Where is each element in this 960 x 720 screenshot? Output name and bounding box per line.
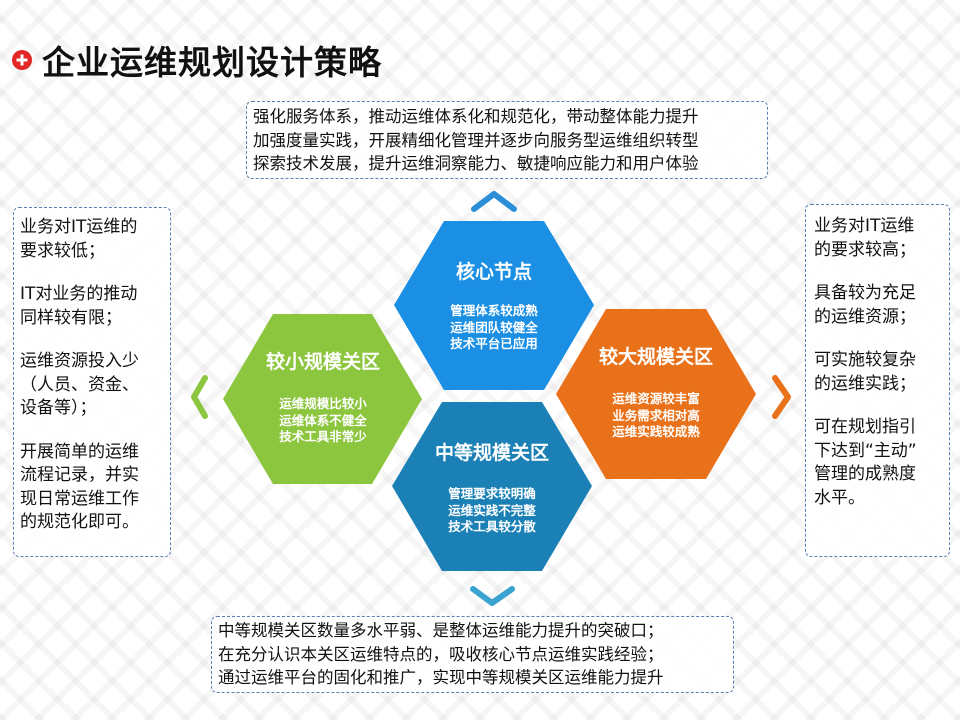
right-box-line: 的运维资源； (814, 306, 916, 327)
left-box-line: 流程记录，并实 (20, 465, 139, 485)
bottom-text-box: 中等规模关区数量多水平弱、是整体运维能力提升的突破口； 在充分认识本关区运维特点… (211, 616, 734, 693)
hexagon-medium-title: 中等规模关区 (434, 442, 549, 464)
right-box-paragraph: 业务对IT运维 的要求较高； (814, 215, 941, 262)
left-box-line: 同样较有限； (20, 307, 122, 328)
left-box-paragraph: IT对业务的推动 同样较有限； (20, 283, 164, 330)
hexagon-medium-line: 管理要求较明确 (448, 486, 536, 501)
top-box-line: 强化服务体系，推动运维体系化和规范化，带动整体能力提升 (253, 107, 699, 126)
hexagon-large-line: 业务需求相对高 (612, 407, 700, 423)
bottom-box-line: 在充分认识本关区运维特点的，吸收核心节点运维实践经验； (218, 644, 664, 664)
hexagon-core-line: 技术平台已应用 (450, 336, 538, 351)
hexagon-core-line: 运维团队较健全 (450, 319, 538, 335)
hexagon-large-description: 运维资源较丰富 业务需求相对高 运维实践较成熟 (556, 391, 756, 441)
hexagon-small-line: 技术工具非常少 (279, 429, 367, 444)
hexagon-small-line: 运维体系不健全 (279, 412, 367, 428)
hexagon-medium-description: 管理要求较明确 运维实践不完整 技术工具较分散 (392, 486, 592, 536)
right-box-paragraph: 具备较为充足 的运维资源； (814, 282, 941, 329)
left-box-line: 现日常运维工作 (20, 488, 139, 509)
plus-circle-icon (12, 50, 32, 70)
left-text-box: 业务对IT运维的 要求较低； IT对业务的推动 同样较有限； 运维资源投入少 （… (13, 207, 171, 557)
left-box-paragraph: 运维资源投入少 （人员、资金、 设备等）； (20, 350, 164, 421)
bottom-box-line: 通过运维平台的固化和推广，实现中等规模关区运维能力提升 (218, 668, 664, 687)
hexagon-small-region (223, 314, 422, 484)
left-box-paragraph: 业务对IT运维的 要求较低； (20, 216, 164, 263)
right-box-line: 的运维实践； (814, 373, 916, 394)
top-text-box: 强化服务体系，推动运维体系化和规范化，带动整体能力提升 加强度量实践，开展精细化… (246, 101, 768, 179)
hexagon-small-label: 较小规模关区 运维规模比较小 运维体系不健全 技术工具非常少 (223, 314, 423, 484)
right-box-line: 的要求较高； (814, 239, 916, 260)
right-text-box: 业务对IT运维 的要求较高； 具备较为充足 的运维资源； 可实施较复杂 的运维实… (805, 204, 950, 557)
right-box-line: 业务对IT运维 (814, 216, 915, 236)
left-box-line: IT对业务的推动 (20, 284, 138, 304)
chevron-up-icon (471, 191, 517, 212)
hexagon-medium-line: 运维实践不完整 (448, 502, 536, 518)
hexagon-small-description: 运维规模比较小 运维体系不健全 技术工具非常少 (223, 396, 423, 446)
right-box-line: 管理的成熟度 (814, 464, 916, 484)
right-box-line: 可实施较复杂 (814, 350, 916, 370)
top-box-line: 探索技术发展，提升运维洞察能力、敏捷响应能力和用户体验 (253, 154, 699, 173)
right-box-line: 水平。 (814, 487, 865, 508)
chevron-left-icon (191, 375, 208, 419)
right-box-line: 下达到“主动” (814, 440, 917, 461)
title-bar: 企业运维规划设计策略 (12, 36, 382, 84)
left-box-line: 运维资源投入少 (20, 351, 139, 371)
hexagon-core-description: 管理体系较成熟 运维团队较健全 技术平台已应用 (394, 303, 594, 353)
left-box-paragraph: 开展简单的运维 流程记录，并实 现日常运维工作 的规范化即可。 (20, 441, 164, 535)
left-box-line: （人员、资金、 (20, 374, 139, 395)
left-box-line: 开展简单的运维 (20, 441, 139, 462)
hexagon-medium-line: 技术工具较分散 (448, 519, 536, 534)
hexagon-large-line: 运维实践较成熟 (612, 424, 700, 439)
chevron-right-icon (772, 375, 791, 419)
right-box-line: 具备较为充足 (814, 283, 916, 303)
left-box-line: 要求较低； (20, 240, 105, 261)
hexagon-large-region (556, 309, 756, 479)
hexagon-medium-region (392, 402, 592, 571)
right-box-paragraph: 可在规划指引 下达到“主动” 管理的成熟度 水平。 (814, 416, 941, 510)
hexagon-large-line: 运维资源较丰富 (612, 391, 700, 406)
hexagon-small-title: 较小规模关区 (265, 351, 380, 373)
hexagon-medium-label: 中等规模关区 管理要求较明确 运维实践不完整 技术工具较分散 (392, 402, 592, 571)
right-box-line: 可在规划指引 (814, 417, 916, 437)
hexagon-large-title: 较大规模关区 (598, 346, 713, 368)
hexagon-small-line: 运维规模比较小 (279, 396, 367, 411)
page-title: 企业运维规划设计策略 (42, 43, 382, 82)
chevron-down-icon (470, 586, 515, 606)
hexagon-core-title: 核心节点 (455, 261, 532, 283)
hexagon-core-node (394, 221, 594, 390)
left-box-line: 的规范化即可。 (20, 512, 139, 532)
hexagon-large-label: 较大规模关区 运维资源较丰富 业务需求相对高 运维实践较成熟 (556, 309, 756, 479)
hexagon-core-label: 核心节点 管理体系较成熟 运维团队较健全 技术平台已应用 (394, 221, 594, 390)
hexagon-core-line: 管理体系较成熟 (450, 303, 538, 318)
right-box-paragraph: 可实施较复杂 的运维实践； (814, 349, 941, 396)
left-box-line: 设备等）； (20, 398, 97, 418)
left-box-line: 业务对IT运维的 (20, 217, 138, 237)
top-box-line: 加强度量实践，开展精细化管理并逐步向服务型运维组织转型 (253, 130, 699, 150)
bottom-box-line: 中等规模关区数量多水平弱、是整体运维能力提升的突破口； (218, 621, 664, 640)
